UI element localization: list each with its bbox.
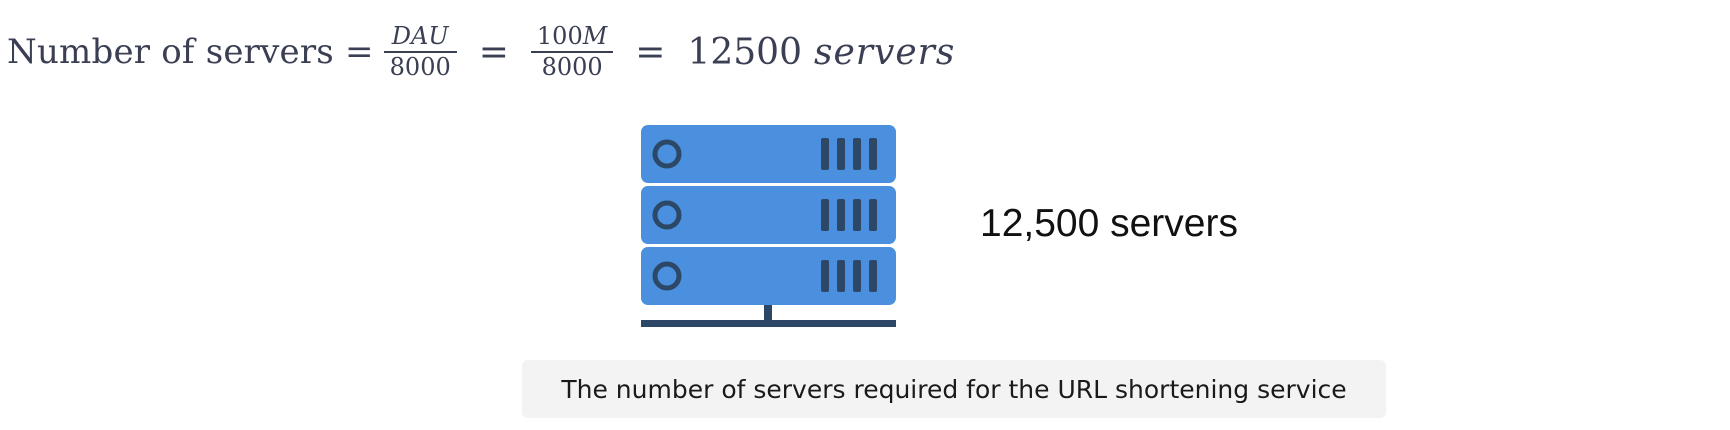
equals-sign: = <box>635 31 666 73</box>
server-count-formula: Number of servers = DAU 8000 = 100M 8000… <box>7 20 955 84</box>
fraction-numerator: DAU <box>391 22 449 51</box>
equals-sign: = <box>478 31 509 73</box>
result-unit: servers <box>814 31 956 73</box>
server-count-label: 12,500 servers <box>980 202 1238 245</box>
formula-lead-text: Number of servers = <box>7 32 374 72</box>
result-value: 12500 <box>687 31 802 73</box>
figure-caption: The number of servers required for the U… <box>522 360 1386 418</box>
fraction-dau-over-8000: DAU 8000 <box>383 22 457 81</box>
server-unit-3 <box>641 247 896 305</box>
rack-base <box>641 320 896 327</box>
server-rack-icon <box>641 125 896 328</box>
fraction-bar <box>383 51 457 53</box>
fraction-denominator: 8000 <box>541 52 603 81</box>
server-unit-1 <box>641 125 896 183</box>
fraction-100m-over-8000: 100M 8000 <box>530 22 614 81</box>
fraction-denominator: 8000 <box>389 52 451 81</box>
fraction-bar <box>530 51 614 53</box>
numerator-variable: M <box>582 22 608 51</box>
fraction-numerator: 100M <box>531 22 613 51</box>
rack-stand-post <box>764 305 772 321</box>
numerator-number: 100 <box>536 22 583 51</box>
server-unit-2 <box>641 186 896 244</box>
